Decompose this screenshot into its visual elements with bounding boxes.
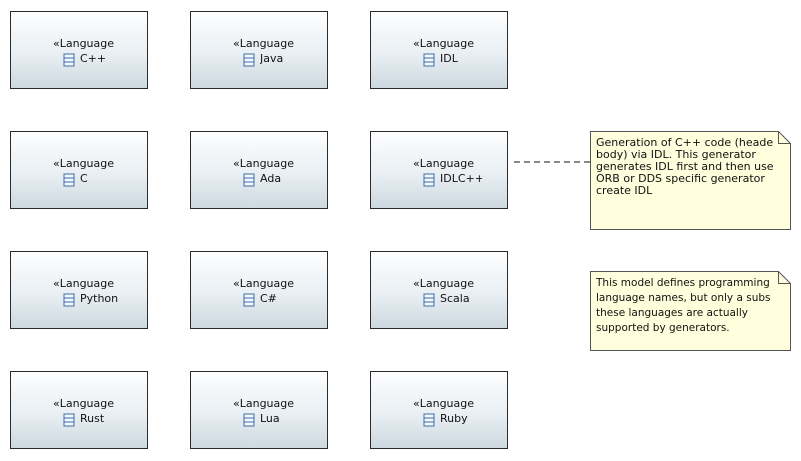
class-icon (62, 412, 76, 427)
stereotype-label: «Language (233, 157, 295, 170)
note-line: generates IDL first and then use (596, 161, 774, 173)
stereotype-label: «Language (53, 157, 115, 170)
note-text: Generation of C++ code (heade body) via … (596, 137, 791, 197)
stereotype-label: «Language (413, 397, 475, 410)
language-box-csharp[interactable]: «Language C# (190, 251, 328, 329)
language-name: C++ (80, 52, 107, 65)
language-name: Ruby (440, 412, 468, 425)
language-box-c[interactable]: «Language C (10, 131, 148, 209)
language-box-ruby[interactable]: «Language Ruby (370, 371, 508, 449)
stereotype-label: «Language (413, 157, 475, 170)
stereotype-label: «Language (233, 277, 295, 290)
stereotype-label: «Language (53, 277, 115, 290)
class-icon (62, 292, 76, 307)
class-icon (242, 52, 256, 67)
note-line: these languages are actually (596, 307, 748, 319)
language-name: Scala (440, 292, 470, 305)
stereotype-label: «Language (413, 37, 475, 50)
note-line: supported by generators. (596, 322, 730, 334)
language-name: Java (260, 52, 284, 65)
class-icon (422, 172, 436, 187)
note-shape (590, 271, 791, 351)
language-box-idlcpp[interactable]: «Language IDLC++ (370, 131, 508, 209)
language-box-rust[interactable]: «Language Rust (10, 371, 148, 449)
language-box-cpp[interactable]: «Language C++ (10, 11, 148, 89)
note-model-languages[interactable]: This model defines programming language … (590, 271, 791, 351)
note-shape (590, 131, 791, 230)
class-icon (422, 292, 436, 307)
note-line: Generation of C++ code (heade (596, 137, 774, 149)
language-name: Ada (260, 172, 282, 185)
class-icon (422, 412, 436, 427)
language-name: Rust (80, 412, 105, 425)
language-name: Lua (260, 412, 280, 425)
stereotype-label: «Language (413, 277, 475, 290)
language-name: C# (260, 292, 277, 305)
stereotype-label: «Language (233, 397, 295, 410)
language-box-java[interactable]: «Language Java (190, 11, 328, 89)
language-name: IDL (440, 52, 458, 65)
language-box-idl[interactable]: «Language IDL (370, 11, 508, 89)
language-box-python[interactable]: «Language Python (10, 251, 148, 329)
language-name: Python (80, 292, 119, 305)
class-icon (242, 172, 256, 187)
class-icon (242, 412, 256, 427)
note-line: language names, but only a subs (596, 292, 771, 304)
note-text: This model defines programming language … (596, 276, 791, 336)
class-icon (422, 52, 436, 67)
stereotype-label: «Language (53, 397, 115, 410)
note-line: create IDL (596, 185, 653, 197)
note-line: ORB or DDS specific generator (596, 173, 765, 185)
language-box-scala[interactable]: «Language Scala (370, 251, 508, 329)
stereotype-label: «Language (233, 37, 295, 50)
language-name: IDLC++ (440, 172, 482, 185)
language-name: C (80, 172, 88, 185)
note-idl-generation[interactable]: Generation of C++ code (heade body) via … (590, 131, 791, 230)
language-box-ada[interactable]: «Language Ada (190, 131, 328, 209)
class-icon (62, 52, 76, 67)
class-icon (242, 292, 256, 307)
note-line: body) via IDL. This generator (596, 149, 756, 161)
note-line: This model defines programming (596, 277, 770, 289)
class-icon (62, 172, 76, 187)
stereotype-label: «Language (53, 37, 115, 50)
language-box-lua[interactable]: «Language Lua (190, 371, 328, 449)
